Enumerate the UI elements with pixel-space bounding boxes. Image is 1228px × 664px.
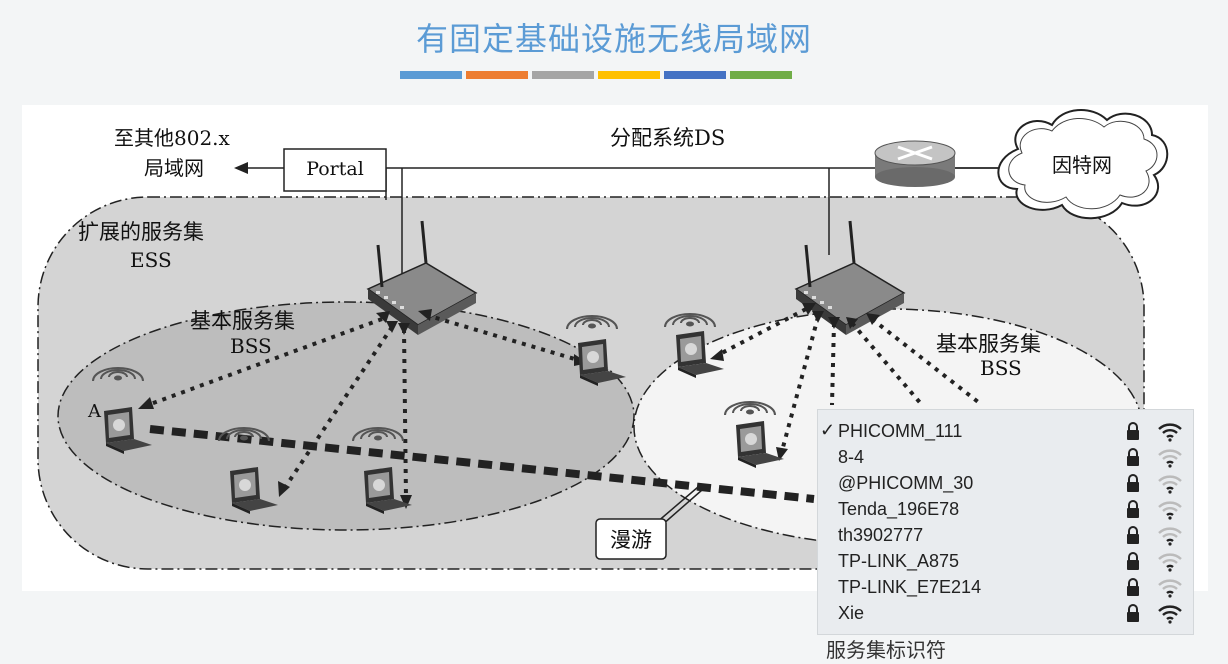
wifi-signal-icon [1158, 553, 1182, 572]
portal-label: Portal [306, 158, 364, 180]
color-bar-2 [466, 71, 528, 79]
ssid-caption: 服务集标识符 [826, 638, 946, 662]
wifi-signal-icon [1158, 449, 1182, 468]
wifi-network-list: ✓ PHICOMM_111 8-4 @PHICOMM_30 Tenda_196E… [817, 409, 1194, 635]
wifi-network-row[interactable]: ✓ PHICOMM_111 [818, 418, 1193, 444]
lock-icon [1127, 578, 1139, 596]
wifi-ssid: Xie [838, 603, 865, 623]
wifi-network-row[interactable]: TP-LINK_A875 [818, 548, 1193, 574]
color-bar-1 [400, 71, 462, 79]
wifi-network-row[interactable]: Tenda_196E78 [818, 496, 1193, 522]
bss-left-label-1: 基本服务集 [190, 309, 295, 333]
wifi-network-row[interactable]: Xie [818, 600, 1193, 626]
bss-right-label-2: BSS [980, 356, 1022, 380]
lock-icon [1127, 474, 1139, 492]
slide-title: 有固定基础设施无线局域网 [415, 20, 812, 58]
wifi-signal-icon [1158, 475, 1182, 494]
wifi-signal-icon [1158, 605, 1182, 624]
wifi-signal-icon [1158, 501, 1182, 520]
station-a-label: A [87, 401, 102, 422]
wifi-network-row[interactable]: @PHICOMM_30 [818, 470, 1193, 496]
color-bar-4 [598, 71, 660, 79]
ds-label: 分配系统DS [610, 126, 725, 150]
lock-icon [1127, 500, 1139, 518]
ess-label-2: ESS [130, 248, 172, 272]
wifi-ssid: TP-LINK_E7E214 [838, 577, 982, 597]
wifi-ssid: @PHICOMM_30 [838, 473, 974, 493]
bss-left-region [57, 301, 635, 531]
roaming-label: 漫游 [610, 528, 652, 552]
roaming-path [149, 425, 815, 503]
color-bar-3 [532, 71, 594, 79]
wifi-network-row[interactable]: th3902777 [818, 522, 1193, 548]
roaming-callout [595, 518, 667, 560]
wifi-signal-icon [1158, 423, 1182, 442]
wifi-network-row[interactable]: 8-4 [818, 444, 1193, 470]
wifi-ssid: th3902777 [838, 525, 924, 545]
bss-left-label-2: BSS [230, 334, 272, 358]
wifi-ssid: PHICOMM_111 [838, 421, 963, 441]
lock-icon [1127, 604, 1139, 622]
lock-icon [1127, 422, 1139, 440]
ess-label-1: 扩展的服务集 [78, 220, 204, 244]
wifi-signal-icon [1158, 579, 1182, 598]
wifi-ssid: Tenda_196E78 [838, 499, 960, 519]
arrow-left-icon [234, 162, 248, 174]
other-lan-label-2: 局域网 [144, 156, 204, 180]
color-bar-6 [730, 71, 792, 79]
wifi-ssid: TP-LINK_A875 [838, 551, 960, 571]
cloud-icon [997, 108, 1169, 220]
color-bar-5 [664, 71, 726, 79]
bss-right-label-1: 基本服务集 [936, 332, 1041, 356]
portal-box [283, 148, 387, 192]
wifi-signal-icon [1158, 527, 1182, 546]
other-lan-label-1: 至其他802.x [114, 126, 231, 150]
check-icon: ✓ [820, 420, 836, 440]
lock-icon [1127, 552, 1139, 570]
internet-label: 因特网 [1052, 153, 1112, 177]
lock-icon [1127, 526, 1139, 544]
wifi-network-row[interactable]: TP-LINK_E7E214 [818, 574, 1193, 600]
router-icon [874, 140, 956, 187]
lock-icon [1127, 448, 1139, 466]
wifi-ssid: 8-4 [838, 447, 865, 467]
